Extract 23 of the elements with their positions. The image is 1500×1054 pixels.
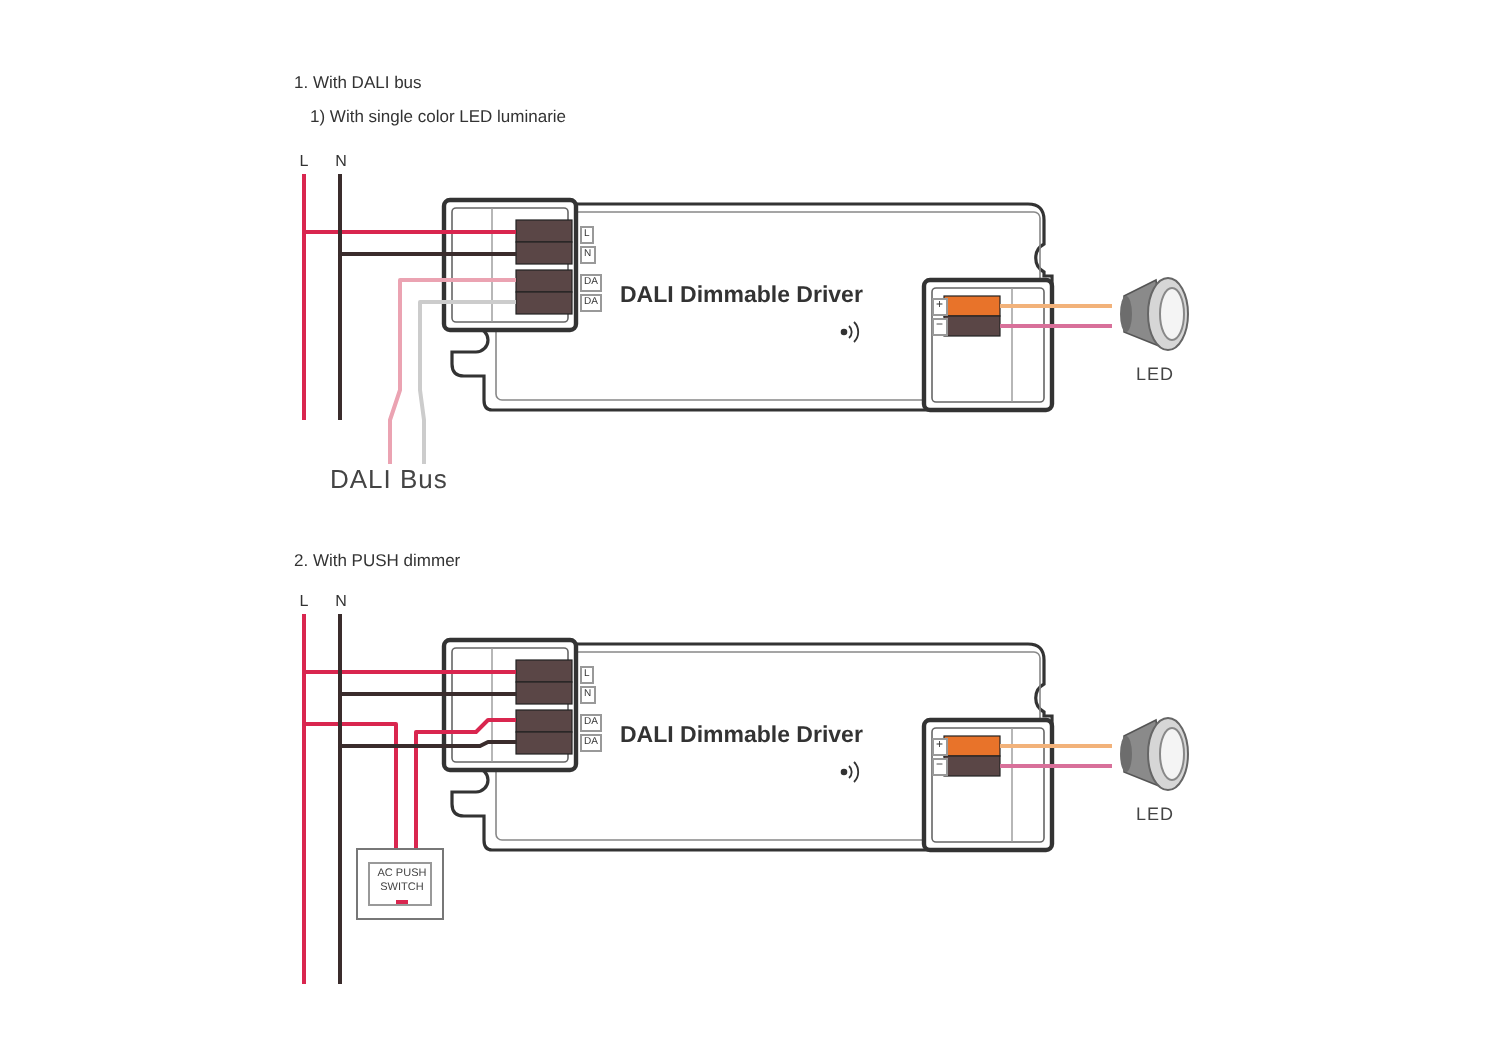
wire: [1000, 744, 1112, 748]
wire: [302, 614, 398, 848]
wire: [418, 300, 516, 464]
wire: [338, 174, 516, 256]
wire: [414, 718, 516, 848]
wire: [1000, 304, 1112, 308]
wire-label: N: [333, 152, 349, 170]
wire: [302, 174, 516, 234]
led-label: LED: [1136, 804, 1175, 824]
driver-label: DALI Dimmable Driver: [620, 284, 863, 308]
wire: [1000, 324, 1112, 328]
push-switch: [356, 848, 444, 920]
wire: [1000, 764, 1112, 768]
wire: [388, 278, 516, 464]
led-label: LED: [1136, 364, 1175, 384]
wire-label: N: [333, 592, 349, 610]
subsection-title: 1) With single color LED luminarie: [310, 106, 567, 126]
wire-label: L: [297, 152, 311, 170]
driver-label: DALI Dimmable Driver: [620, 724, 863, 748]
section-title: 1. With DALI bus: [294, 72, 422, 92]
bus-label: DALI Bus: [330, 464, 450, 494]
section-title: 2. With PUSH dimmer: [294, 550, 461, 570]
wire-label: L: [297, 592, 311, 610]
